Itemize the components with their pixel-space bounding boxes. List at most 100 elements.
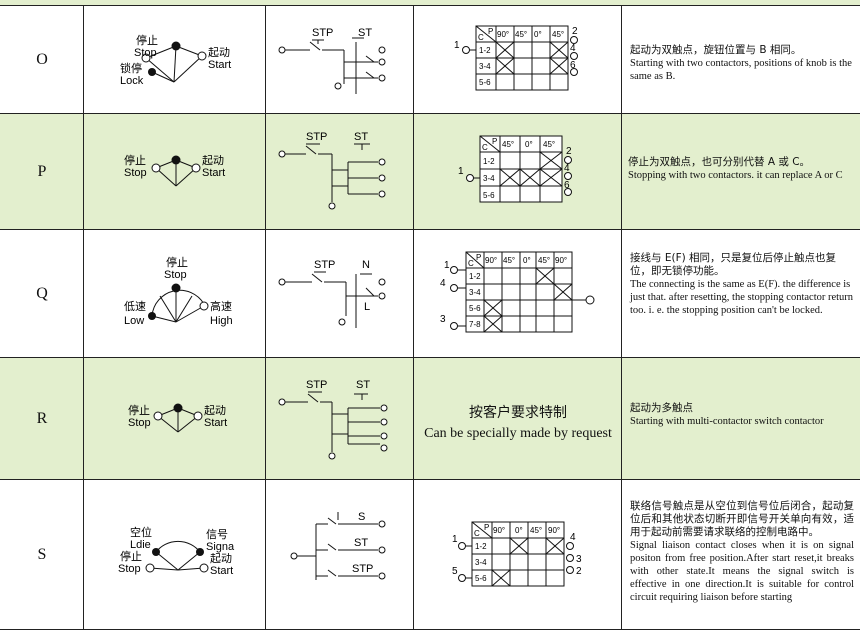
type-cell: Q <box>0 230 84 357</box>
table-row-label: 3-4 <box>475 558 487 567</box>
right-terminal: 4 <box>570 43 576 54</box>
table-header: 90° <box>493 526 505 535</box>
right-terminal: 2 <box>572 26 578 37</box>
table-row-label: 5-6 <box>479 78 491 87</box>
table-header: 90° <box>485 256 497 265</box>
right-terminal: 3 <box>576 554 582 565</box>
knob-idle-zh: 空位 <box>130 525 152 539</box>
table-corner-left: C <box>478 33 484 42</box>
description: 接线与 E(F) 相同，只是复位后停止触点也复位，即无锁停功能。 The con… <box>630 252 854 317</box>
contact-table: P C 90° 45° 0° 45° 90° 1-2 3-4 5-6 7-8 <box>440 251 595 333</box>
table-corner-top: P <box>488 27 493 36</box>
description-cell: 停止为双触点，也可分别代替 A 或 C。 Stopping with two c… <box>622 114 860 229</box>
type-cell: S <box>0 480 84 629</box>
table-corner-left: C <box>482 143 488 152</box>
type-letter: R <box>36 409 48 427</box>
contact-table: P C 90° 45° 0° 45° 1-2 3-4 5-6 1 2 4 <box>454 25 578 91</box>
table-row-label: 1-2 <box>483 157 495 166</box>
left-terminal: 1 <box>454 40 460 51</box>
type-letter: P <box>37 162 47 180</box>
circuit-cell: STP ST <box>266 6 414 113</box>
circuit-label: STP <box>306 131 327 143</box>
right-terminal: 2 <box>566 146 572 157</box>
right-terminal: 2 <box>576 566 582 577</box>
table-header: 90° <box>497 30 509 39</box>
circuit-diagram: STP ST <box>278 379 388 460</box>
special-order-cell: 按客户要求特制 Can be specially made by request <box>414 358 622 479</box>
knob-diagram: 空位 Ldie 停止 Stop 信号 Signa 起动 Start <box>118 525 235 577</box>
table-header: 45° <box>515 30 527 39</box>
knob-stop-zh: 停止 <box>166 255 188 269</box>
right-terminal: 6 <box>564 180 570 191</box>
knob-signal-zh: 信号 <box>206 528 228 541</box>
right-terminal: 4 <box>564 163 570 174</box>
table-header: 45° <box>538 256 550 265</box>
knob-diagram: 停止 Stop 起动 Start <box>128 403 227 433</box>
description-cell: 联络信号触点是从空位到信号位后闭合，起动复位后和其他状态切断开即信号开关单向有效… <box>622 480 860 629</box>
contact-table: P C 45° 0° 45° 1-2 3-4 5-6 1 2 4 6 <box>458 135 572 203</box>
knob-idle-label: Ldie <box>130 539 151 551</box>
circuit-label: ST <box>354 131 368 143</box>
table-header: 45° <box>503 256 515 265</box>
knob-diagram-cell: 空位 Ldie 停止 Stop 信号 Signa 起动 Start <box>84 480 266 629</box>
table-header: 90° <box>548 526 560 535</box>
table-corner-top: P <box>492 137 497 146</box>
left-terminal: 1 <box>458 166 464 177</box>
circuit-cell: STP ST <box>266 114 414 229</box>
knob-stop-zh: 停止 <box>136 33 158 47</box>
table-corner-top: P <box>484 523 489 532</box>
knob-diagram-cell: 停止 Stop 锁停 Lock 起动 Start <box>84 6 266 113</box>
table-row: O 停止 Stop 锁停 Lock 起动 Start <box>0 6 860 114</box>
knob-start-zh: 起动 <box>210 552 232 565</box>
knob-stop-label: Stop <box>118 563 141 575</box>
type-letter: S <box>37 545 47 563</box>
knob-diagram: 停止 Stop 低速 Low 高速 High <box>124 255 233 327</box>
knob-stop-label: Stop <box>124 167 147 179</box>
table-row: S 空位 Ldie 停止 Stop 信号 Signa 起动 Start <box>0 480 860 630</box>
knob-diagram: 停止 Stop 锁停 Lock 起动 Start <box>120 33 231 87</box>
table-corner-left: C <box>468 259 474 268</box>
knob-start-label: Start <box>210 565 233 577</box>
left-terminal: 1 <box>452 534 458 545</box>
description-zh: 接线与 E(F) 相同，只是复位后停止触点也复位，即无锁停功能。 <box>630 252 837 277</box>
type-cell: O <box>0 6 84 113</box>
table-header: 0° <box>525 140 533 149</box>
description-en: Signal liaison contact closes when it is… <box>630 540 854 603</box>
right-terminal: 6 <box>570 60 576 71</box>
circuit-label: STP <box>312 27 333 39</box>
description-en: The connecting is the same as E(F). the … <box>630 279 854 316</box>
circuit-diagram: STP ST <box>278 131 386 210</box>
table-header: 45° <box>530 526 542 535</box>
special-order-note: 按客户要求特制 Can be specially made by request <box>414 402 622 442</box>
table-header: 0° <box>515 526 523 535</box>
table-header: 45° <box>502 140 514 149</box>
type-letter: O <box>36 50 48 68</box>
knob-start-zh: 起动 <box>204 404 226 417</box>
knob-stop-label: Stop <box>128 417 151 429</box>
description-zh: 联络信号触点是从空位到信号位后闭合，起动复位后和其他状态切断开即信号开关单向有效… <box>630 500 854 538</box>
table-row-label: 3-4 <box>469 288 481 297</box>
table-row-label: 3-4 <box>479 62 491 71</box>
circuit-label: ST <box>358 27 372 39</box>
knob-diagram: 停止 Stop 起动 Start <box>124 153 225 187</box>
table-header: 45° <box>552 30 564 39</box>
table-row-label: 5-6 <box>475 574 487 583</box>
left-terminal: 4 <box>440 278 446 289</box>
circuit-label: S <box>358 511 365 523</box>
circuit-label: STP <box>306 379 327 391</box>
knob-stop-zh: 停止 <box>128 403 150 417</box>
special-order-zh: 按客户要求特制 <box>469 405 567 421</box>
description: 停止为双触点，也可分别代替 A 或 C。 Stopping with two c… <box>628 156 854 182</box>
type-cell: P <box>0 114 84 229</box>
knob-lock-label: Lock <box>120 75 144 87</box>
circuit-label: STP <box>352 563 373 575</box>
special-order-en: Can be specially made by request <box>424 426 612 441</box>
circuit-diagram: S ST STP <box>290 511 386 580</box>
description-cell: 接线与 E(F) 相同，只是复位后停止触点也复位，即无锁停功能。 The con… <box>622 230 860 357</box>
table-header: 0° <box>534 30 542 39</box>
contact-table-cell: P C 90° 45° 0° 45° 1-2 3-4 5-6 1 2 4 <box>414 6 622 113</box>
knob-stop-label: Stop <box>164 269 187 281</box>
knob-signal-label: Signa <box>206 541 235 553</box>
right-terminal: 4 <box>570 532 576 543</box>
